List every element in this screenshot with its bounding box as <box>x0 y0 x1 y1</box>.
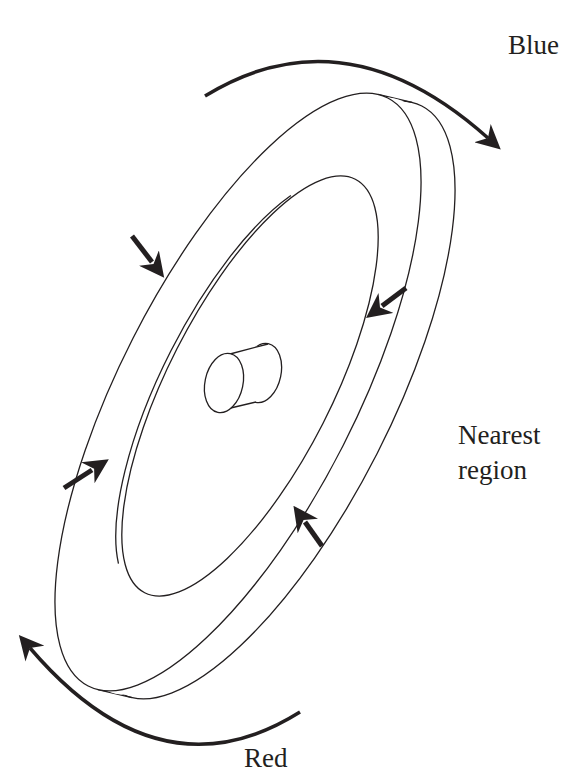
central-object <box>199 340 287 417</box>
region-label: Red <box>244 741 304 776</box>
inner-ring-step <box>66 144 423 632</box>
region-label: Nearest region <box>458 418 570 488</box>
rotation-arrow <box>205 61 488 138</box>
cylinder-edge <box>230 344 268 354</box>
rotation-arrow <box>30 648 300 744</box>
inner-ring <box>72 142 429 630</box>
inflow-arrow <box>64 470 92 488</box>
disk-front-face <box>0 44 493 739</box>
region-label: Blue <box>508 28 574 63</box>
inflow-arrow <box>382 288 406 306</box>
inflow-arrow <box>132 236 152 262</box>
cylinder-face <box>199 350 249 417</box>
inflow-arrows <box>64 236 406 546</box>
disk-body <box>0 44 527 747</box>
inflow-arrow <box>305 522 322 546</box>
